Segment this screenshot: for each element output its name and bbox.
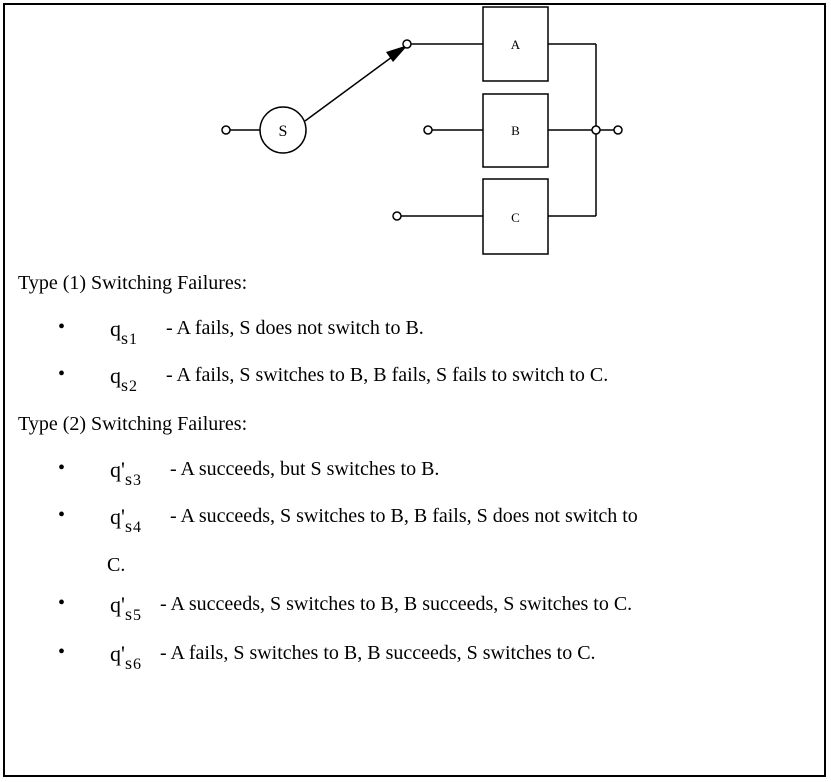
block-a-label: A xyxy=(511,37,521,52)
block-a xyxy=(482,6,549,82)
input-terminal xyxy=(221,125,231,135)
type1-heading: Type (1) Switching Failures: xyxy=(18,272,248,294)
bullet-icon: • xyxy=(58,363,66,385)
failure-description: - A succeeds, S switches to B, B succeed… xyxy=(160,593,633,615)
switch-arm xyxy=(304,53,397,122)
junction-node xyxy=(591,125,601,135)
bullet-icon: • xyxy=(58,504,66,526)
failure-symbol: qs1 xyxy=(110,316,138,348)
bullet-icon: • xyxy=(58,641,66,663)
failure-description-continuation: C. xyxy=(107,554,126,576)
switch-s-circle xyxy=(259,106,307,154)
figure-frame xyxy=(3,3,826,777)
block-c-label: C xyxy=(511,210,520,225)
output-terminal xyxy=(613,125,623,135)
bullet-icon: • xyxy=(58,592,66,614)
contact-b-terminal xyxy=(423,125,433,135)
contact-a-terminal xyxy=(402,39,412,49)
failure-description: - A fails, S switches to B, B succeeds, … xyxy=(160,642,596,664)
block-b xyxy=(482,93,549,168)
failure-symbol: q's3 xyxy=(110,457,141,489)
switch-arrowhead xyxy=(386,45,408,62)
failure-symbol: q's6 xyxy=(110,641,141,673)
failure-symbol: qs2 xyxy=(110,363,138,395)
bullet-icon: • xyxy=(58,457,66,479)
failure-symbol: q's5 xyxy=(110,592,141,624)
standby-system-diagram: S A B C xyxy=(221,6,623,255)
failure-symbol: q's4 xyxy=(110,504,141,536)
block-b-label: B xyxy=(511,123,520,138)
failure-description: - A fails, S does not switch to B. xyxy=(166,317,424,339)
failure-description: - A fails, S switches to B, B fails, S f… xyxy=(166,364,609,386)
failure-description: - A succeeds, S switches to B, B fails, … xyxy=(170,505,638,527)
failure-description: - A succeeds, but S switches to B. xyxy=(170,458,440,480)
switch-s-label: S xyxy=(279,123,288,140)
bullet-icon: • xyxy=(58,316,66,338)
contact-c-terminal xyxy=(392,211,402,221)
type2-heading: Type (2) Switching Failures: xyxy=(18,413,248,435)
